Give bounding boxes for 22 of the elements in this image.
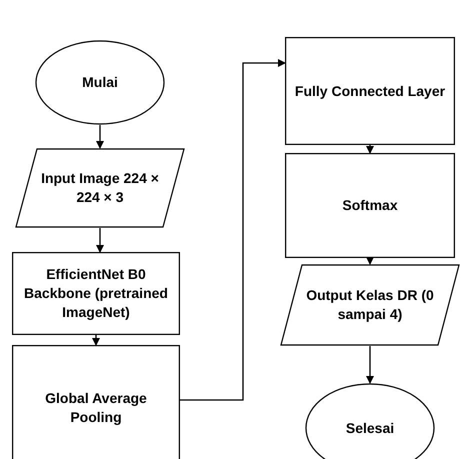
arrow xyxy=(366,257,374,265)
node-label: Mulai xyxy=(81,73,119,92)
process-box xyxy=(285,37,455,145)
io-parallelogram xyxy=(280,264,460,346)
node-label: Softmax xyxy=(341,196,399,215)
arrow xyxy=(366,145,374,154)
node-label: Input Image 224 × 224 × 3 xyxy=(40,169,160,207)
node-label: Selesai xyxy=(344,418,396,438)
node-label: Output Kelas DR (0 sampai 4) xyxy=(305,286,435,324)
process-box xyxy=(12,252,180,335)
arrow xyxy=(96,228,104,253)
node-label: Fully Connected Layer xyxy=(294,82,446,100)
node-label: EfficientNet B0 Backbone (pretrained ImageNet) xyxy=(23,265,169,322)
arrow xyxy=(180,59,286,401)
process-box xyxy=(12,345,180,459)
arrow xyxy=(92,335,100,346)
io-parallelogram xyxy=(15,148,185,228)
arrow xyxy=(366,346,374,384)
terminal-ellipse xyxy=(35,40,165,125)
node-label: Global Average Pooling xyxy=(44,388,148,426)
arrow xyxy=(96,125,104,149)
process-box xyxy=(285,153,455,258)
